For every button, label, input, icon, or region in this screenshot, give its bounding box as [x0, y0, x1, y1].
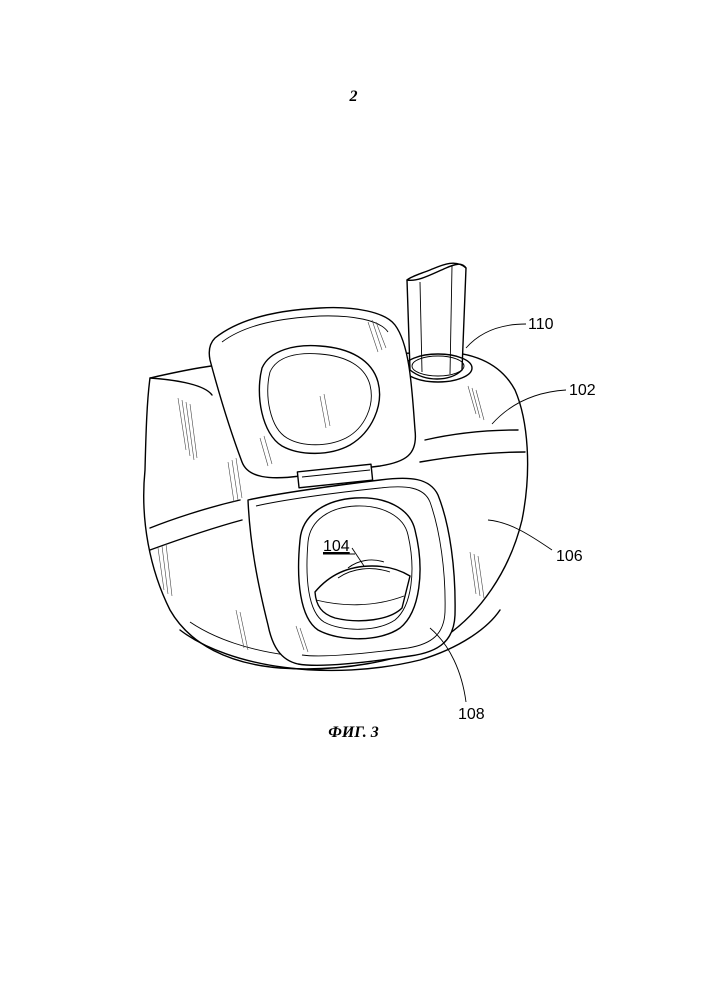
ref-label-110: 110: [528, 316, 554, 333]
leader-110: [466, 324, 526, 348]
ref-label-102: 102: [569, 382, 596, 399]
figure-caption: ФИГ. 3: [0, 724, 707, 742]
ref-label-104: 104: [323, 538, 350, 555]
ref-label-106: 106: [556, 548, 583, 565]
ref-label-108: 108: [458, 706, 485, 723]
spout-tube: [407, 263, 466, 379]
